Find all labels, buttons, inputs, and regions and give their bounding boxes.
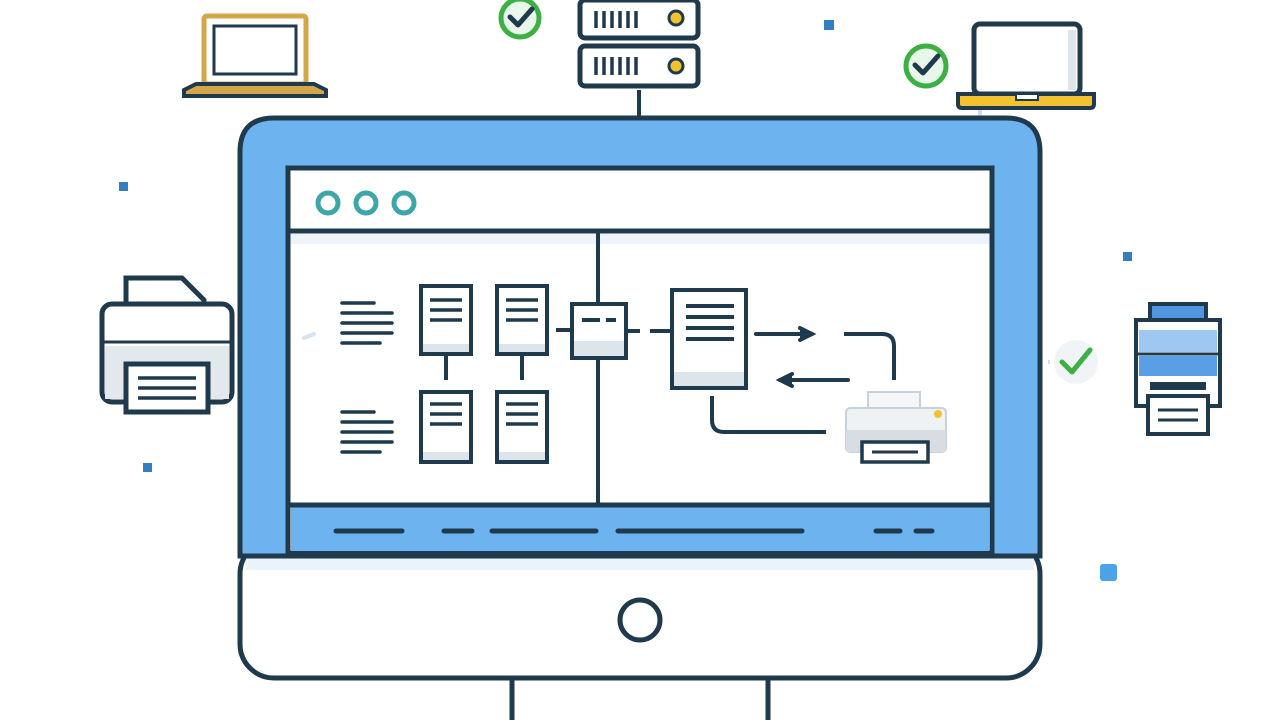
document-icon <box>419 284 473 356</box>
laptop-screen-shade <box>1068 30 1076 90</box>
arrow-right-icon <box>754 326 817 342</box>
monitor-chin-shade <box>246 556 1034 570</box>
laptop-left <box>182 13 328 98</box>
right-panel <box>650 288 947 464</box>
document-icon <box>495 284 549 356</box>
flow-path <box>844 332 896 380</box>
check-icon <box>1054 340 1098 384</box>
laptop-base <box>182 82 328 98</box>
laptop-notch <box>1015 93 1039 101</box>
app-window <box>288 190 992 551</box>
window-control-dot[interactable] <box>353 190 379 216</box>
printer-icon <box>99 275 235 415</box>
decor-dot <box>143 463 152 472</box>
decor-dot <box>1123 252 1132 261</box>
decorative-dots <box>119 20 1132 581</box>
document-icon <box>670 288 748 390</box>
laptop-screen <box>212 24 298 76</box>
monitor-screen <box>285 165 995 556</box>
status-bar <box>291 505 989 551</box>
decor-dot <box>119 182 128 191</box>
left-panel <box>340 284 572 464</box>
decor-dot <box>1100 564 1117 581</box>
check-icon <box>903 43 949 89</box>
printer-icon <box>845 391 947 464</box>
check-icon <box>498 0 542 40</box>
server-icon <box>577 0 701 89</box>
printer-icon <box>1134 302 1222 436</box>
window-control-dot[interactable] <box>391 190 417 216</box>
decor-dot <box>824 20 834 30</box>
document-icon <box>419 390 473 464</box>
window-control-dot[interactable] <box>315 190 341 216</box>
laptop-right <box>903 21 1096 110</box>
hub-box-icon <box>570 302 640 360</box>
flow-path <box>710 396 826 434</box>
text-lines-icon <box>340 410 394 454</box>
arrow-left-icon <box>775 372 850 388</box>
server-top <box>498 0 701 89</box>
signal-mark <box>302 332 316 340</box>
text-lines-icon <box>340 301 394 345</box>
title-bar-shade <box>291 234 989 244</box>
power-button-icon <box>617 597 663 643</box>
document-icon <box>495 390 549 464</box>
printer-left <box>99 275 316 415</box>
printer-right <box>1054 302 1222 436</box>
laptop-icon <box>971 21 1083 97</box>
